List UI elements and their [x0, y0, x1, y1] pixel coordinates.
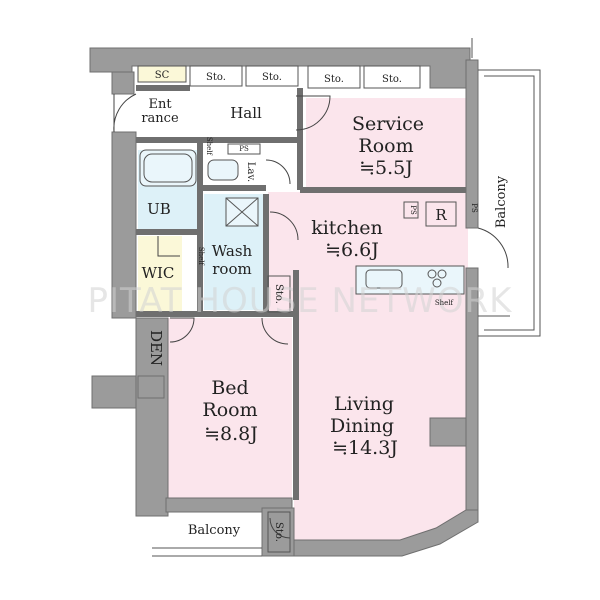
- bedroom-label-line1: Bed: [211, 377, 248, 399]
- service-room-label-line1: Service: [352, 113, 424, 135]
- inner-walls: [136, 85, 466, 500]
- service-room-size: ≒5.5J: [359, 157, 413, 179]
- living-label-line1: Living: [334, 393, 394, 415]
- right-balcony: [478, 69, 541, 337]
- wash-room-label-line2: room: [212, 260, 251, 278]
- den-label: DEN: [147, 330, 165, 366]
- bedroom-floor: [168, 318, 292, 504]
- living-label-line2: Dining: [330, 415, 394, 437]
- sc-floor: [138, 66, 186, 82]
- sto-label-3: Sto.: [324, 74, 344, 85]
- sto-label-wash: Sto.: [273, 284, 284, 304]
- bedroom-size: ≒8.8J: [204, 423, 258, 445]
- outer-walls: [89, 47, 479, 557]
- kitchen-ps: [403, 201, 419, 219]
- bedroom-label-line2: Room: [202, 399, 257, 421]
- balconies: [152, 38, 541, 557]
- shelf-label-kitchen: Shelf: [435, 299, 455, 307]
- entrance-label-line2: rance: [141, 111, 179, 126]
- sto-wash: [267, 275, 291, 313]
- fridge-space: [425, 201, 457, 227]
- ps-label-right: PS: [470, 203, 478, 213]
- kitchen-counter: [355, 265, 465, 295]
- wic-floor: [138, 236, 182, 312]
- sto-label-4: Sto.: [382, 74, 402, 85]
- shelf-label-wash-room: Shelf: [197, 247, 205, 267]
- sto-label-2: Sto.: [262, 72, 282, 83]
- right-wall: [465, 59, 479, 229]
- living-size: ≒14.3J: [332, 437, 398, 459]
- shelf-label-wash: Shelf: [205, 137, 213, 157]
- kitchen-size: ≒6.6J: [325, 239, 379, 261]
- left-wall-lower: [135, 317, 169, 517]
- unit-bath-label: UB: [147, 200, 171, 218]
- living-pillar: [429, 417, 467, 447]
- watermark: PITAT HOUSE NETWORK: [88, 281, 514, 321]
- room-labels: Service Room ≒5.5J kitchen ≒6.6J Living …: [141, 97, 509, 538]
- bottom-right-wall: [291, 509, 479, 557]
- left-wall-upper: [111, 131, 137, 319]
- toilet: [207, 159, 239, 181]
- kitchen-label: kitchen: [311, 217, 383, 239]
- fixture-labels: SC Sto. Sto. Sto. Sto. Sto. Sto. PS PS P…: [155, 70, 478, 542]
- sc-label: SC: [155, 70, 170, 81]
- service-room-floor: [306, 98, 466, 190]
- lav-label: Lav.: [245, 162, 256, 182]
- ps-label-wash: PS: [239, 145, 249, 153]
- den-stairs: [137, 375, 165, 399]
- wash-ps: [227, 143, 261, 155]
- entrance-label-line1: Ent: [148, 97, 172, 112]
- hall-label: Hall: [230, 104, 262, 122]
- sto-label-bottom: Sto.: [273, 522, 284, 542]
- doors: [113, 93, 509, 539]
- sto-label-1: Sto.: [206, 72, 226, 83]
- fixtures: [139, 143, 465, 295]
- storage-wall: [261, 507, 295, 557]
- fridge-label: R: [435, 206, 447, 224]
- wash-room-label-line1: Wash: [212, 242, 253, 260]
- wic-label: WIC: [142, 264, 175, 282]
- sto-bottom: [267, 511, 291, 553]
- ps-label-kitchen: PS: [409, 205, 417, 215]
- left-wall-den: [91, 375, 139, 409]
- entrance-left-wall: [111, 71, 135, 95]
- right-balcony-label: Balcony: [494, 175, 509, 228]
- bathtub: [139, 149, 197, 187]
- service-room-label-line2: Room: [358, 135, 413, 157]
- storage-top: [137, 65, 421, 553]
- bottom-balcony-label: Balcony: [188, 523, 241, 538]
